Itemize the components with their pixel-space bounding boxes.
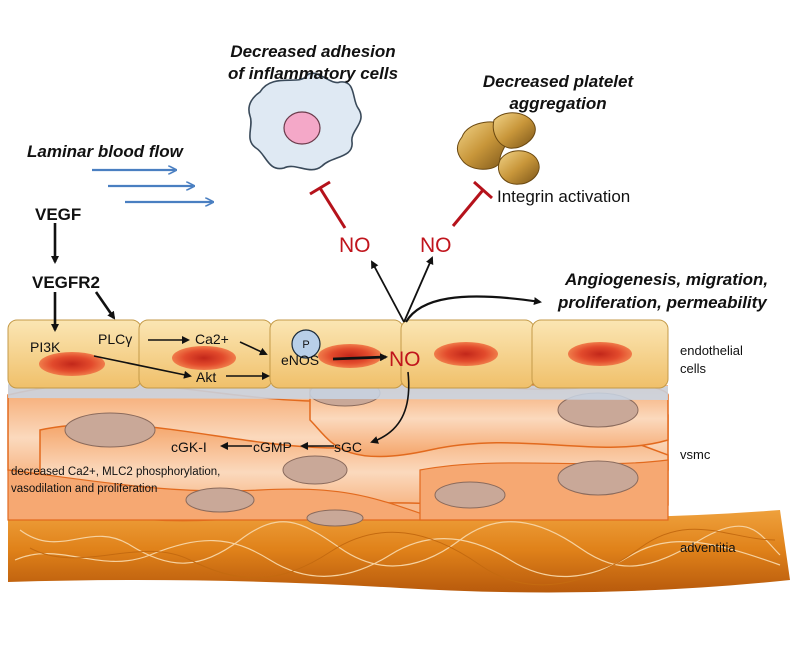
pi3k-label: PI3K: [30, 339, 61, 355]
endothelial-layer: [7, 319, 669, 389]
ca2-label: Ca2+: [195, 331, 229, 347]
outcome-label-line2: vasodilation and proliferation: [11, 483, 157, 495]
inhibition-integrin: [451, 180, 493, 227]
adhesion-label-line1: Decreased adhesion: [230, 42, 395, 61]
adventitia-label: adventitia: [680, 540, 736, 555]
vegfr2-label: VEGFR2: [32, 273, 100, 292]
endothelial-label-line1: endothelial: [680, 343, 743, 358]
vegf-label: VEGF: [35, 205, 81, 224]
no-right-label: NO: [420, 234, 452, 257]
phosphate-bubble: [291, 329, 321, 359]
angiogenesis-label-line2: proliferation, permeability: [557, 293, 768, 312]
platelet-cluster: [456, 112, 540, 185]
outcome-label-line1: decreased Ca2+, MLC2 phosphorylation,: [11, 466, 220, 478]
cgmp-label: cGMP: [253, 439, 292, 455]
enos-label: eNOS: [281, 352, 319, 368]
vsmc-label: vsmc: [680, 447, 711, 462]
no-left-label: NO: [339, 234, 371, 257]
plcg-label: PLCγ: [98, 331, 132, 347]
adhesion-label-line2: of inflammatory cells: [228, 64, 398, 83]
integrin-label: Integrin activation: [497, 187, 630, 206]
sgc-label: sGC: [334, 439, 362, 455]
platelet-label-line1: Decreased platelet: [483, 72, 635, 91]
angiogenesis-label-line1: Angiogenesis, migration,: [564, 270, 768, 289]
akt-label: Akt: [196, 369, 216, 385]
laminar-flow-arrows: [92, 170, 212, 202]
no-center-label: NO: [389, 348, 421, 371]
signaling-arrows: [51, 223, 542, 450]
cgki-label: cGK-I: [171, 439, 207, 455]
inhibition-adhesion: [309, 180, 347, 229]
phosphate-label: P: [302, 339, 309, 351]
platelet-label-line2: aggregation: [509, 94, 606, 113]
laminar-flow-label: Laminar blood flow: [27, 142, 185, 161]
endothelial-label-line2: cells: [680, 361, 707, 376]
inflammatory-cell: [248, 72, 362, 171]
adventitia-layer: [8, 506, 790, 593]
